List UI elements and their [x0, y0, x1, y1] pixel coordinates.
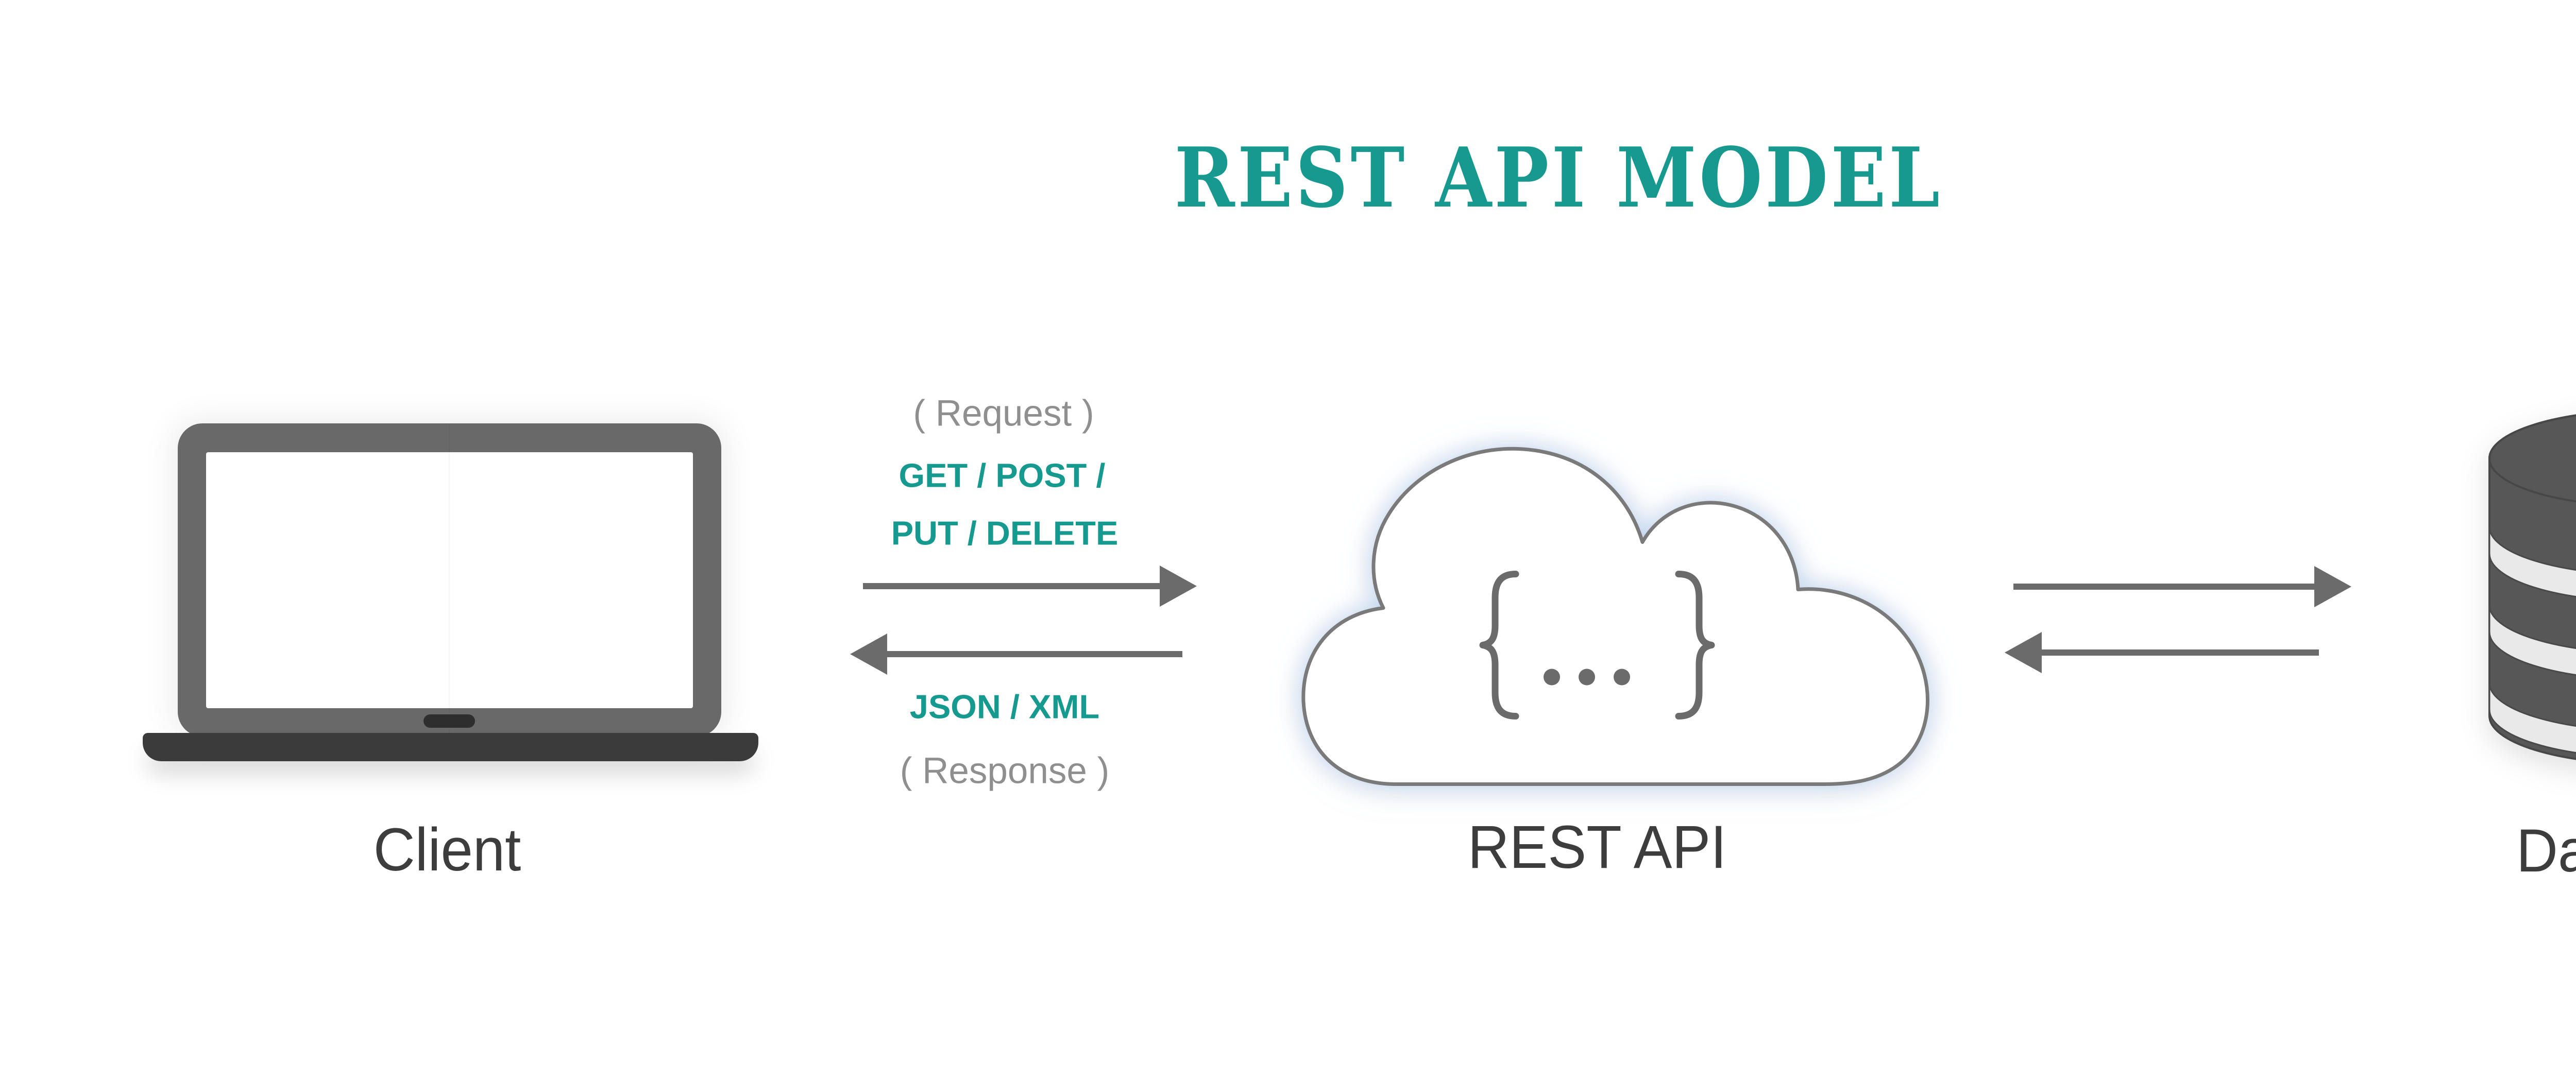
client-label: Client: [373, 816, 521, 884]
brace-close: [1675, 571, 1715, 720]
cloud-outline: [1301, 447, 1929, 786]
request-methods-line1: GET / POST /: [899, 456, 1106, 494]
api-to-db-arrow-icon: [2314, 566, 2351, 607]
laptop-notch: [423, 714, 475, 728]
request-arrow-icon: [1160, 566, 1197, 607]
api-to-db-arrow-shaft: [2013, 584, 2314, 590]
database-label: Database: [2516, 817, 2576, 885]
request-arrow-shaft: [863, 583, 1160, 589]
api-label: REST API: [1467, 813, 1727, 881]
database-icon: [2488, 414, 2576, 760]
database-stripes: [2488, 526, 2576, 754]
response-annotation: ( Response ): [900, 750, 1110, 792]
page-title: REST API MODEL: [1174, 129, 1943, 226]
laptop-seam: [449, 423, 450, 737]
response-arrow-icon: [850, 634, 887, 675]
cloud-icon: [1301, 447, 1929, 786]
db-to-api-arrow-shaft: [2042, 649, 2319, 656]
brace-open: [1479, 571, 1519, 720]
response-arrow-shaft: [887, 651, 1182, 657]
laptop-screen: [206, 452, 693, 708]
laptop-base: [143, 733, 758, 761]
code-braces-icon: [1479, 571, 1715, 720]
ellipsis-dots-icon: [1544, 669, 1630, 686]
request-annotation: ( Request ): [913, 393, 1094, 434]
database-top: [2488, 414, 2576, 503]
request-methods-line2: PUT / DELETE: [891, 514, 1118, 552]
db-to-api-arrow-icon: [2005, 632, 2042, 673]
response-formats: JSON / XML: [909, 688, 1100, 726]
